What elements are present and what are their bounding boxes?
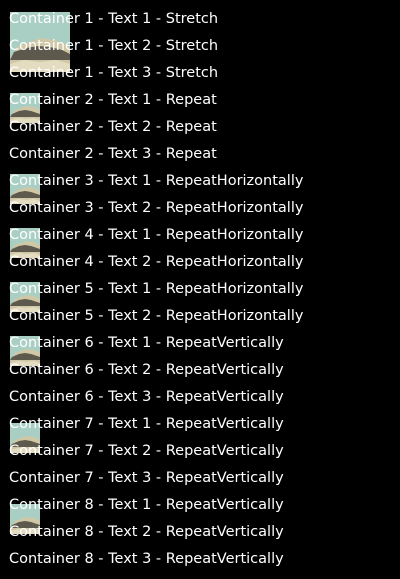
container-text: Container 8 - Text 3 - RepeatVertically (9, 551, 284, 567)
landscape-thumbnail-icon (10, 174, 40, 204)
container-text: Container 6 - Text 1 - RepeatVertically (9, 335, 284, 351)
container-text: Container 2 - Text 3 - Repeat (9, 146, 217, 162)
container-text: Container 6 - Text 2 - RepeatVertically (9, 362, 284, 378)
landscape-thumbnail-icon (10, 228, 40, 258)
landscape-thumbnail-icon (10, 504, 40, 534)
container-list: Container 1 - Text 1 - Stretch Container… (0, 6, 400, 573)
container-text: Container 8 - Text 1 - RepeatVertically (9, 497, 284, 513)
container-text: Container 8 - Text 2 - RepeatVertically (9, 524, 284, 540)
container-6: Container 6 - Text 1 - RepeatVertically … (0, 330, 400, 411)
container-text: Container 1 - Text 1 - Stretch (9, 11, 219, 27)
landscape-thumbnail-icon (10, 336, 40, 366)
container-text: Container 7 - Text 3 - RepeatVertically (9, 470, 284, 486)
container-text: Container 1 - Text 3 - Stretch (9, 65, 219, 81)
container-text: Container 4 - Text 1 - RepeatHorizontall… (9, 227, 304, 243)
container-text: Container 3 - Text 1 - RepeatHorizontall… (9, 173, 304, 189)
landscape-thumbnail-icon (10, 12, 70, 72)
landscape-thumbnail-icon (10, 93, 40, 123)
container-text: Container 7 - Text 2 - RepeatVertically (9, 443, 284, 459)
container-text: Container 7 - Text 1 - RepeatVertically (9, 416, 284, 432)
container-text: Container 2 - Text 1 - Repeat (9, 92, 217, 108)
container-7: Container 7 - Text 1 - RepeatVertically … (0, 411, 400, 492)
landscape-thumbnail-icon (10, 282, 40, 312)
container-text: Container 2 - Text 2 - Repeat (9, 119, 217, 135)
container-text: Container 3 - Text 2 - RepeatHorizontall… (9, 200, 304, 216)
container-text: Container 6 - Text 3 - RepeatVertically (9, 389, 284, 405)
container-1: Container 1 - Text 1 - Stretch Container… (0, 6, 400, 87)
container-text: Container 4 - Text 2 - RepeatHorizontall… (9, 254, 304, 270)
landscape-thumbnail-icon (10, 423, 40, 453)
container-8: Container 8 - Text 1 - RepeatVertically … (0, 492, 400, 573)
container-text: Container 5 - Text 2 - RepeatHorizontall… (9, 308, 304, 324)
container-text: Container 1 - Text 2 - Stretch (9, 38, 219, 54)
container-5: Container 5 - Text 1 - RepeatHorizontall… (0, 276, 400, 330)
container-2: Container 2 - Text 1 - Repeat Container … (0, 87, 400, 168)
container-text: Container 5 - Text 1 - RepeatHorizontall… (9, 281, 304, 297)
container-3: Container 3 - Text 1 - RepeatHorizontall… (0, 168, 400, 222)
container-4: Container 4 - Text 1 - RepeatHorizontall… (0, 222, 400, 276)
